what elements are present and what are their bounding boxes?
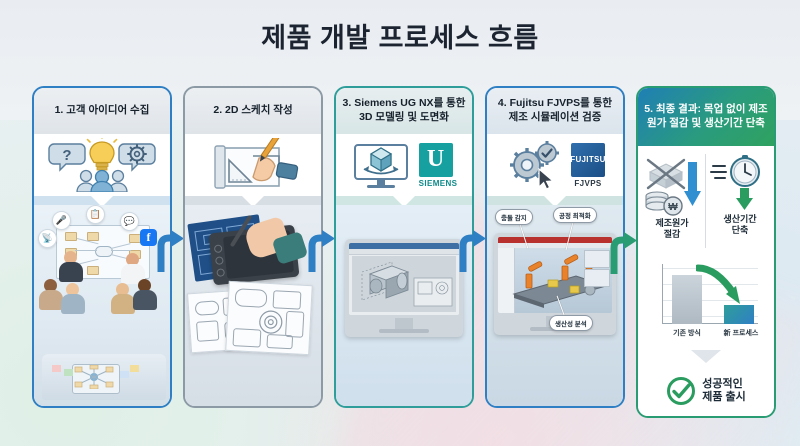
panel-5-heading: 5. 최종 결과: 목업 없이 제조원가 절감 및 생산기간 단축 [638,88,774,146]
benefit-cost-reduction: ₩ 제조원가 절감 [638,146,706,258]
coins-won-icon: ₩ [645,191,683,216]
benefits-row: ₩ 제조원가 절감 [638,146,774,258]
microphone-icon: 🎤 [52,211,71,230]
chart-label-existing: 기존 방식 [673,330,701,337]
attendee-person [111,283,135,314]
panel-3-icons: U SIEMENS [336,134,472,196]
broadcast-icon: 📡 [38,229,57,248]
connector-3-4 [457,230,487,274]
down-arrow-icon [684,162,701,206]
panel-1-divider [34,196,170,205]
facebook-icon: f [140,229,157,246]
panel-1-heading: 1. 고객 아이디어 수집 [34,88,170,134]
presenter-person-2 [121,253,145,284]
monitor-3d-cube-icon [353,144,408,188]
check-circle-icon [667,377,696,405]
cursor-icon [538,167,555,190]
attendee-person [39,279,63,310]
presenter-person [59,251,83,282]
comparison-bar-chart: 기존 방식 新 프로세스 [646,262,766,340]
panel-4-photo: 충돌 감지 공정 최적화 생산성 분석 [487,205,623,406]
benefit-leadtime-reduction: 생산기간 단축 [706,146,774,258]
hand-pencil-drafting-icon [214,138,299,189]
attendee-person [133,279,157,310]
clock-icon [730,155,760,187]
decrease-arrow-icon [696,264,740,304]
panel-final-result: 5. 최종 결과: 목업 없이 제조원가 절감 및 생산기간 단축 [636,86,776,418]
panel-customer-ideas: 1. 고객 아이디어 수집 ? [32,86,172,408]
callout-collision-detection: 충돌 감지 [495,209,533,225]
tablet-device [72,364,120,394]
siemens-brand-label: SIEMENS [418,178,458,188]
siemens-nx-logo: U SIEMENS [418,142,458,188]
panel-2-heading: 2. 2D 스케치 작성 [185,88,321,134]
nx-logo-mark: U [418,142,453,177]
speed-lines-icon [710,165,727,179]
callout-process-optimization: 공정 최적화 [553,207,597,223]
panel-4-heading: 4. Fujitsu FJVPS를 통한 제조 시뮬레이션 검증 [487,88,623,134]
svg-text:?: ? [62,147,71,164]
clipboard-icon: 📋 [86,205,105,224]
clock-down-arrow-icon [710,155,760,210]
lightbulb-icon [86,138,118,171]
mockup-crossed-coins-icon: ₩ [645,158,701,216]
gear-icon [127,144,147,164]
panel-3-heading: 3. Siemens UG NX를 통한 3D 모델링 및 도면화 [336,88,472,134]
panel-5-body: ₩ 제조원가 절감 [638,146,774,416]
chat-icon: 💬 [120,212,139,231]
connector-4-5 [608,232,638,276]
fujitsu-logo-mark: FUJITSU [570,142,605,177]
success-label: 성공적인 제품 출시 [702,377,746,403]
panel-1-photo: 🎤 📋 💬 📡 f [34,205,170,406]
down-chevron-icon [638,350,774,364]
panel-3-divider [336,196,472,205]
panel-3-photo [336,205,472,406]
panel-2-icons [185,134,321,196]
down-arrow-icon [736,188,753,210]
people-idea-icon: ? [48,138,156,192]
connector-1-2 [155,230,185,274]
benefit-1-label: 제조원가 절감 [655,218,689,240]
panel-2-photo [185,205,321,406]
people-group-icon [76,169,128,192]
success-banner: 성공적인 제품 출시 [638,376,774,406]
panel-2-divider [185,196,321,205]
fjvps-label: FJVPS [574,178,602,188]
panel-4-icons: FUJITSU FJVPS [487,134,623,196]
panel-2d-sketch: 2. 2D 스케치 작성 [183,86,323,408]
attendee-person [61,283,85,314]
connector-2-3 [306,230,336,274]
cad-monitor [345,239,463,337]
benefit-2-label: 생산기간 단축 [723,214,757,236]
svg-text:₩: ₩ [668,202,678,213]
panel-4-divider [487,196,623,205]
callout-productivity-analysis: 생산성 분석 [549,315,593,331]
panel-1-icons: ? [34,134,170,196]
sketch-sheet [225,280,313,356]
page-title: 제품 개발 프로세스 흐름 [261,23,539,53]
panel-manufacturing-simulation: 4. Fujitsu FJVPS를 통한 제조 시뮬레이션 검증 [485,86,625,408]
chart-label-new: 新 프로세스 [723,330,759,337]
gears-check-cursor-icon [510,141,559,190]
fujitsu-fjvps-logo: FUJITSU FJVPS [570,142,605,188]
panel-3d-modeling: 3. Siemens UG NX를 통한 3D 모델링 및 도면화 U SIEM… [334,86,474,408]
